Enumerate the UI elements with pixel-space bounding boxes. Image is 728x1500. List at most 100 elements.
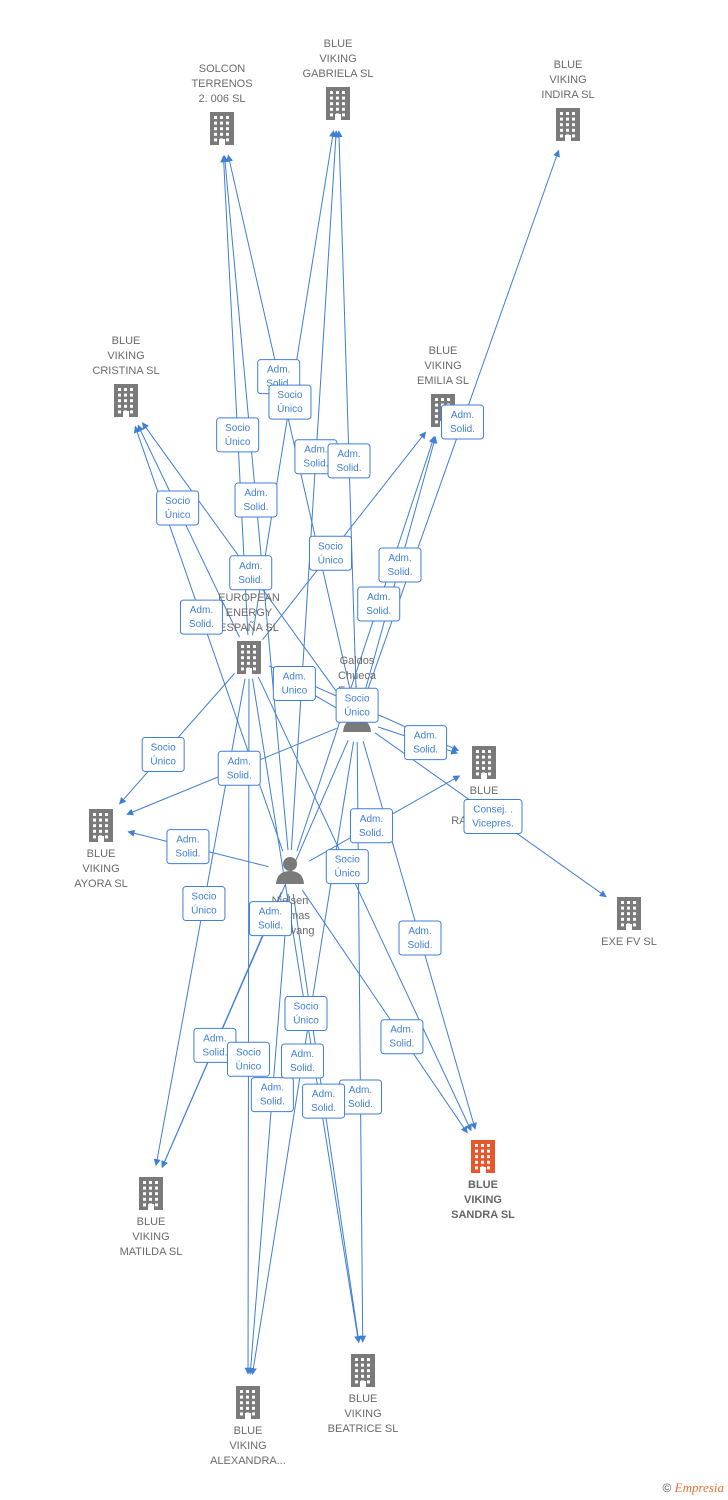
edge-label-text: Adm. (244, 488, 267, 499)
node-label-line: ENERGY (226, 607, 273, 619)
edge-label-text: Adm. (203, 1033, 226, 1044)
edge-label-nielsen-to-alexandra[interactable]: Adm.Solid. (250, 1077, 294, 1113)
edge-label-text: Único (165, 508, 191, 521)
edge-label-galdos-to-matilda[interactable]: Adm.Solid. (248, 901, 292, 937)
edge-label-text: Adm. (349, 1085, 372, 1096)
edge-label-nielsen-to-beatrice[interactable]: Adm.Solid. (302, 1083, 346, 1119)
edge-label-galdos-to-exe[interactable]: Consej. .Vicepres. (463, 799, 523, 834)
node-label-line: BLUE (87, 848, 116, 860)
edge-galdos-to-gabriela (335, 130, 357, 699)
edge-label-text: Solid. (387, 567, 412, 578)
edge-label-text: Solid. (337, 463, 362, 474)
edge-label-nielsen-to-emilia[interactable]: Adm.Solid. (357, 586, 401, 622)
edge-label-text: Solid. (303, 459, 328, 470)
node-label-line: SOLCON (199, 63, 246, 75)
edge-label-text: Adm. (360, 814, 383, 825)
node-label-line: VIKING (549, 74, 586, 86)
edge-label-galdos-to-indira[interactable]: Adm.Solid. (441, 404, 484, 440)
edge-label-galdos-to-cristina[interactable]: Adm.Solid. (229, 555, 273, 591)
edge-nielsen-to-emilia (296, 435, 436, 852)
building-icon (471, 1140, 495, 1173)
edge-label-text: Solid. (175, 849, 200, 860)
edge-label-galdos-to-ayora[interactable]: Adm.Solid. (217, 750, 261, 786)
edge-label-galdos-to-gabriela[interactable]: Adm. Solid. (327, 443, 371, 479)
node-label-line: BLUE (349, 1393, 378, 1405)
edge-label-text: Socio (165, 496, 190, 507)
building-icon (472, 746, 496, 779)
building-icon (556, 108, 580, 141)
node-label-line: Chueca (338, 670, 377, 682)
node-label-line: VIKING (107, 350, 144, 362)
node-label-line: EMILIA SL (417, 375, 469, 387)
node-label-line: VIKING (82, 863, 119, 875)
edge-label-nielsen-to-ayora[interactable]: Adm. Solid. (166, 829, 210, 865)
edge-label-galdos-to-sandra[interactable]: Adm.Solid. (398, 920, 442, 956)
edge-label-galdos-to-beatrice[interactable]: Adm.Solid. (338, 1079, 382, 1115)
node-gabriela[interactable]: BLUE VIKING GABRIELA SL (303, 38, 374, 120)
edge-label-text: Solid. (227, 770, 252, 781)
edge-label-text: Único (318, 553, 344, 566)
building-icon (114, 384, 138, 417)
edge-label-nielsen-to-sandra[interactable]: Adm.Solid. (380, 1019, 424, 1055)
edge-label-text: Solid. (202, 1047, 227, 1058)
node-matilda[interactable]: BLUE VIKING MATILDA SL (120, 1177, 183, 1258)
node-label-line: BLUE (324, 38, 353, 50)
node-label-line: BLUE (137, 1216, 166, 1228)
edge-european-to-sandra (257, 676, 472, 1132)
node-label-line: VIKING (319, 53, 356, 65)
edge-label-nielsen-to-rafaela[interactable]: Adm.Solid. (349, 808, 393, 844)
edge-label-nielsen-to-solcon[interactable]: Adm.Solid. (234, 482, 278, 518)
edge-label-text: Socio (318, 541, 343, 552)
node-label-line: CRISTINA SL (92, 365, 159, 377)
edge-label-nielsen-to-cristina[interactable]: Adm.Solid. (179, 599, 223, 635)
edge-label-galdos-to-emilia[interactable]: Adm.Solid. (378, 547, 422, 583)
node-label-line: VIKING (344, 1408, 381, 1420)
edge-label-text: Solid. (238, 575, 263, 586)
node-label-line: MATILDA SL (120, 1246, 183, 1258)
edge-label-text: Adm. (337, 449, 360, 460)
node-label-line: INDIRA SL (541, 89, 594, 101)
edge-label-text: Único (191, 904, 217, 917)
node-label-line: ALEXANDRA... (210, 1455, 286, 1467)
edge-label-galdos-to-alexandra[interactable]: Adm.Solid. (281, 1043, 324, 1079)
node-label-line: GABRIELA SL (303, 68, 374, 80)
edge-label-text: Adm. (451, 410, 474, 421)
edge-label-text: Socio (236, 1047, 261, 1058)
edge-label-nielsen-to-gabriela[interactable]: Adm.Solid. (294, 439, 338, 475)
node-exe[interactable]: EXE FV SL (601, 897, 657, 948)
edge-label-text: Adm. (367, 592, 390, 603)
edge-label-text: Solid. (266, 379, 291, 390)
node-label-line: VIKING (132, 1231, 169, 1243)
edge-label-text: Adm. (408, 926, 431, 937)
footer-brand[interactable]: © Empresia (662, 1480, 724, 1496)
edge-label-galdos-to-rafaela[interactable]: Adm.Solid. (404, 725, 448, 761)
edge-label-text: Solid. (311, 1103, 336, 1114)
edges-layer (119, 129, 607, 1376)
edge-label-galdos-to-european[interactable]: Adm.Unico (272, 665, 316, 701)
edge-nielsen-to-alexandra (247, 893, 289, 1375)
edge-label-text: Adm. (176, 835, 199, 846)
edge-label-text: Adm. (414, 731, 437, 742)
node-alexandra[interactable]: BLUEVIKINGALEXANDRA... (210, 1386, 286, 1467)
edge-label-text: Único (236, 1059, 262, 1072)
node-label-line: BLUE (234, 1425, 263, 1437)
edge-label-text: Vicepres. (472, 819, 514, 830)
